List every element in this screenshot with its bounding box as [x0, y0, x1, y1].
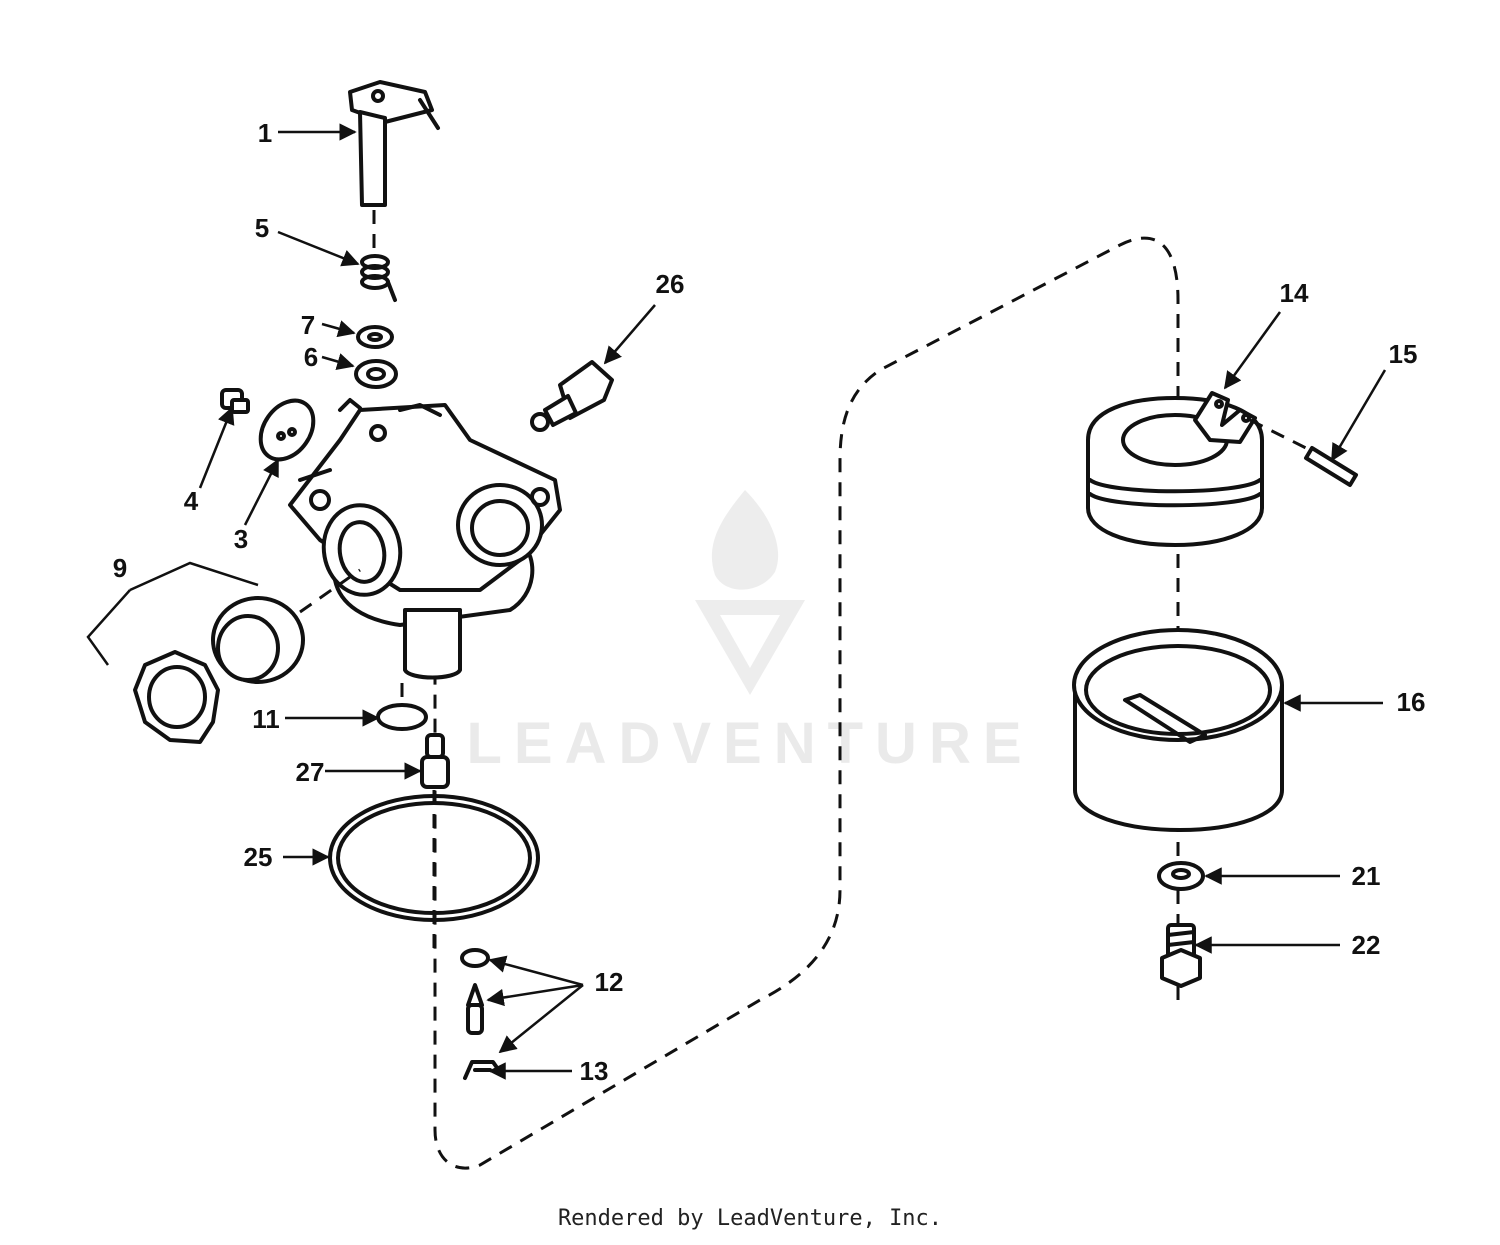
callout-12: 12 [595, 967, 624, 997]
part-12-needle [466, 983, 484, 1035]
callout-22: 22 [1352, 930, 1381, 960]
callout-27: 27 [296, 757, 325, 787]
callout-14: 14 [1280, 278, 1309, 308]
callout-25: 25 [244, 842, 273, 872]
callout-6: 6 [304, 342, 318, 372]
part-15-float-pin [1249, 418, 1358, 487]
part-4-screw [220, 388, 250, 414]
part-1-throttle-lever [348, 80, 440, 207]
part-7-washer [356, 325, 394, 349]
part-22-bowl-screw [1160, 923, 1202, 988]
flame-logo-icon [711, 490, 779, 590]
part-26-fitting [530, 360, 614, 432]
footer-credit: Rendered by LeadVenture, Inc. [557, 1206, 943, 1231]
part-9-primer-assembly [133, 596, 305, 744]
part-14-float [1086, 391, 1264, 547]
callout-16: 16 [1397, 687, 1426, 717]
dash-9-body [299, 568, 361, 614]
carburetor-body [288, 398, 562, 680]
callout-26: 26 [656, 269, 685, 299]
part-16-float-bowl [1072, 628, 1284, 832]
part-21-washer [1157, 861, 1205, 891]
part-11-welch-plug [376, 703, 428, 731]
part-12-seat [460, 948, 490, 968]
callout-9: 9 [113, 553, 127, 583]
v-logo-icon [695, 600, 805, 695]
part-3-throttle-plate [258, 398, 316, 462]
watermark-text: LEADVENTURE [466, 711, 1033, 776]
callout-13: 13 [580, 1056, 609, 1086]
callout-3: 3 [234, 524, 248, 554]
part-6-seal [354, 359, 398, 389]
callout-1: 1 [258, 118, 272, 148]
callout-5: 5 [255, 213, 269, 243]
callout-11: 11 [252, 704, 280, 734]
callout-4: 4 [184, 486, 199, 516]
assembly-dashed-line [433, 236, 1180, 1170]
leader-lines [86, 123, 1387, 1080]
part-27-nozzle [420, 733, 450, 789]
leadventure-watermark: LEADVENTURE [466, 490, 1033, 776]
callout-7: 7 [301, 310, 315, 340]
callout-21: 21 [1352, 861, 1381, 891]
callout-15: 15 [1389, 339, 1418, 369]
part-5-spring [360, 254, 397, 302]
